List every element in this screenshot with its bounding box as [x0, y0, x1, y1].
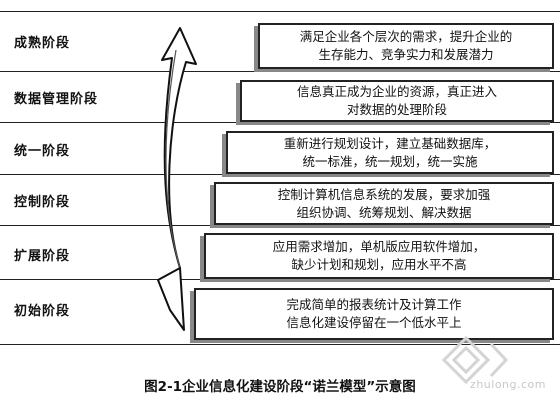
stage-desc-line: 重新进行规划设计，建立基础数据库，	[283, 135, 497, 151]
stage-desc-line: 应用需求增加，单机版应用软件增加，	[272, 239, 486, 254]
divider	[0, 279, 560, 280]
stage-desc-line: 控制计算机信息系统的发展，要求加强	[277, 186, 491, 202]
stage-label-mature: 成熟阶段	[14, 36, 71, 51]
stage-label-initiation: 初始阶段	[14, 304, 71, 319]
stage-desc-line: 信息真正成为企业的资源，真正进入	[296, 84, 497, 99]
divider	[0, 122, 560, 123]
stage-desc-line: 生存能力、竞争实力和发展潜力	[318, 47, 494, 62]
stage-desc-line: 缺少计划和规划，应用水平不高	[291, 257, 467, 272]
stage-box-expansion: 应用需求增加，单机版应用软件增加， 缺少计划和规划，应用水平不高	[204, 233, 554, 279]
watermark-text: zhulong.com	[470, 378, 546, 391]
stage-desc-line: 对数据的处理阶段	[346, 102, 447, 117]
stage-desc-line: 完成简单的报表统计及计算工作	[286, 297, 462, 312]
stage-box-control: 控制计算机信息系统的发展，要求加强 组织协调、统筹规划、解决数据	[214, 182, 554, 225]
divider	[0, 11, 560, 12]
stage-desc-line: 信息化建设停留在一个低水平上	[286, 315, 462, 330]
stage-box-integration: 重新进行规划设计，建立基础数据库， 统一标准，统一规划，统一实施	[226, 131, 554, 174]
growth-arrow-icon	[157, 27, 197, 331]
figure-caption: 图2-1企业信息化建设阶段“诺兰模型”示意图	[144, 379, 416, 395]
divider	[0, 225, 560, 226]
divider	[0, 344, 560, 345]
watermark-logo-icon	[441, 335, 509, 385]
stage-desc-line: 统一标准，统一规划，统一实施	[302, 153, 478, 169]
stage-desc-line: 组织协调、统筹规划、解决数据	[296, 204, 472, 220]
stage-box-data-management: 信息真正成为企业的资源，真正进入 对数据的处理阶段	[240, 80, 554, 122]
stage-box-mature: 满足企业各个层次的需求，提升企业的 生存能力、竞争实力和发展潜力	[258, 23, 554, 69]
stage-desc-line: 满足企业各个层次的需求，提升企业的	[299, 29, 513, 44]
divider	[0, 174, 560, 175]
stage-label-control: 控制阶段	[14, 195, 71, 210]
stage-label-integration: 统一阶段	[14, 144, 71, 159]
stage-label-expansion: 扩展阶段	[14, 249, 71, 264]
stage-label-data-management: 数据管理阶段	[14, 92, 99, 107]
stage-box-initiation: 完成简单的报表统计及计算工作 信息化建设停留在一个低水平上	[194, 288, 554, 340]
divider	[0, 71, 560, 72]
